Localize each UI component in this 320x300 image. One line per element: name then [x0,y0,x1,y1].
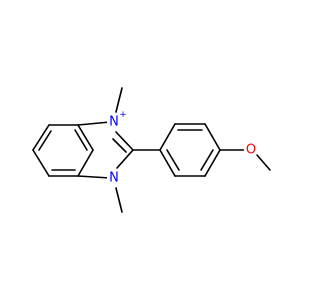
bond-p3-p4 [204,123,221,151]
bond-c3-c4 [32,149,50,177]
bonds [32,87,271,213]
atom-n-lower: N [107,171,121,186]
atom-n-lower-symbol: N [109,171,119,186]
atom-o-methoxy: O [244,143,258,158]
bond-c2-c3 [32,124,50,151]
bond-p6-p1 [159,149,176,177]
atom-n-upper-charge: + [119,110,127,120]
bond-c6-c1-inner [74,129,88,151]
atom-n-upper-symbol: N [109,115,119,130]
bond-p4-p5 [204,149,221,177]
bond-c6-c1 [77,124,94,151]
bond-p6-p1-inner [166,149,180,171]
bond-n-lower-methyl [115,187,123,213]
atom-o-methoxy-symbol: O [246,143,256,158]
bond-c1-n-upper [77,121,111,126]
atom-labels: N + N O [107,110,258,186]
atom-n-upper: N + [107,110,127,130]
bond-c5-n-lower [77,175,111,179]
bond-n-upper-methyl [115,87,123,113]
bond-p4-p5-inner [200,149,214,171]
bond-c2-n-lower [116,149,134,169]
bond-o-methyl [256,154,271,171]
bond-n-upper-c2-inner [112,138,127,153]
molecule-diagram: N + N O [32,87,271,213]
bond-p1-p2 [159,123,176,151]
bond-c2-c3-inner [38,130,52,151]
bond-c5-c6 [77,149,94,177]
bond-n-upper-c2 [115,131,134,151]
